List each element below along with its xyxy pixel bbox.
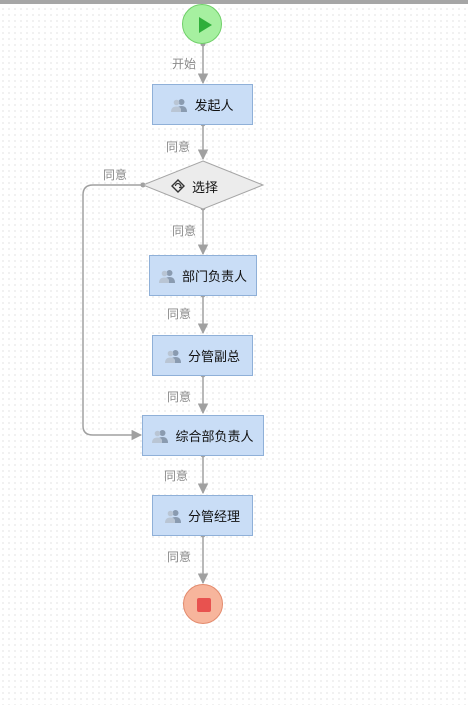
- user-group-icon: [164, 349, 181, 363]
- stop-icon: [197, 598, 211, 612]
- task-general-dept-head[interactable]: 综合部负责人: [142, 415, 264, 456]
- edge-label-start: 开始: [172, 57, 197, 71]
- user-group-icon: [164, 509, 181, 523]
- task-manager-label: 分管经理: [187, 510, 240, 525]
- task-vp[interactable]: 分管副总: [152, 335, 253, 376]
- gateway-select[interactable]: 选择: [170, 176, 218, 196]
- task-vp-label: 分管副总: [187, 350, 240, 365]
- user-group-icon: [158, 269, 175, 283]
- gateway-diamond: [141, 160, 265, 210]
- start-event[interactable]: [182, 4, 222, 44]
- task-dept-head-label: 部门负责人: [181, 270, 247, 285]
- edge-label-vp: 同意: [167, 390, 192, 404]
- task-manager[interactable]: 分管经理: [152, 495, 253, 536]
- edge-label-gateway-bypass: 同意: [103, 168, 128, 182]
- canvas-top-border: [0, 0, 468, 4]
- edge-label-dept-head: 同意: [167, 307, 192, 321]
- play-icon: [199, 17, 212, 33]
- gateway-select-icon: [170, 178, 186, 194]
- task-initiator[interactable]: 发起人: [152, 84, 253, 125]
- task-dept-head[interactable]: 部门负责人: [149, 255, 257, 296]
- edge-label-manager: 同意: [167, 550, 192, 564]
- task-general-dept-head-label: 综合部负责人: [175, 430, 254, 445]
- edge-label-gateway: 同意: [172, 224, 197, 238]
- task-initiator-label: 发起人: [194, 99, 234, 114]
- user-group-icon: [171, 98, 188, 112]
- user-group-icon: [152, 429, 169, 443]
- edge-label-general-head: 同意: [164, 469, 189, 483]
- gateway-label: 选择: [192, 180, 219, 196]
- edge-label-initiator: 同意: [166, 140, 191, 154]
- edge-gateway-to-general-head: [82, 184, 143, 441]
- end-event[interactable]: [183, 584, 223, 624]
